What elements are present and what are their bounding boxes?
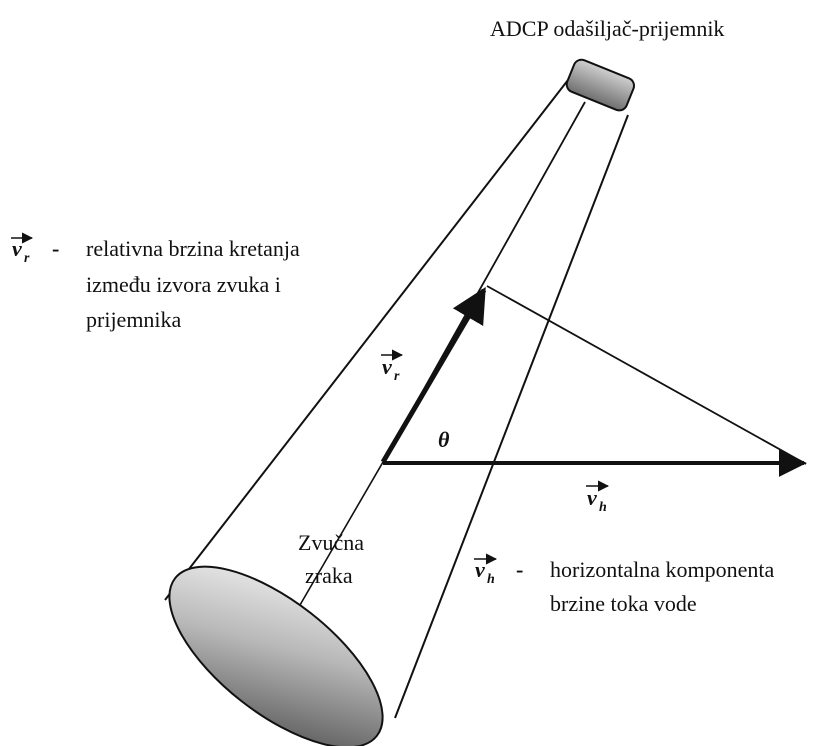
legend-vh-sub: h (487, 572, 495, 587)
sound-ray-lower (299, 461, 384, 606)
beam-label-line-1: Zvučna (298, 530, 364, 555)
adcp-transducer (565, 58, 635, 112)
vh-label: v h (586, 480, 610, 515)
legend-vr-line-3: prijemnika (86, 307, 182, 332)
vr-label: v r (381, 349, 404, 384)
beam-edge-right (394, 114, 629, 719)
legend-item-vr: v r - relativna brzina kretanja između i… (11, 232, 300, 332)
legend-vh-letter: v (475, 557, 485, 582)
vr-label-sub: r (394, 369, 400, 384)
triangle-hypotenuse (486, 285, 807, 465)
vr-label-letter: v (382, 354, 392, 379)
vh-label-letter: v (587, 485, 597, 510)
legend-vr-line-1: relativna brzina kretanja (86, 236, 300, 261)
legend-vr-letter: v (12, 236, 22, 261)
beam-footprint-ellipse (168, 565, 384, 746)
vr-vector-arrow (380, 286, 487, 464)
legend-vr-dash: - (52, 236, 59, 261)
legend-vh-line-1: horizontalna komponenta (550, 557, 774, 582)
vh-label-sub: h (599, 500, 607, 515)
legend-vh-dash: - (516, 557, 523, 582)
beam-label-line-2: zraka (305, 563, 353, 588)
legend-item-vh: v h - horizontalna komponenta brzine tok… (474, 553, 774, 616)
beam-edge-left (164, 79, 569, 601)
legend-vr-sub: r (24, 251, 30, 266)
angle-label: θ (438, 427, 450, 452)
diagram-title: ADCP odašiljač-prijemnik (490, 16, 724, 41)
legend-vh-line-2: brzine toka vode (550, 591, 697, 616)
legend-vr-line-2: između izvora zvuka i (86, 272, 281, 297)
